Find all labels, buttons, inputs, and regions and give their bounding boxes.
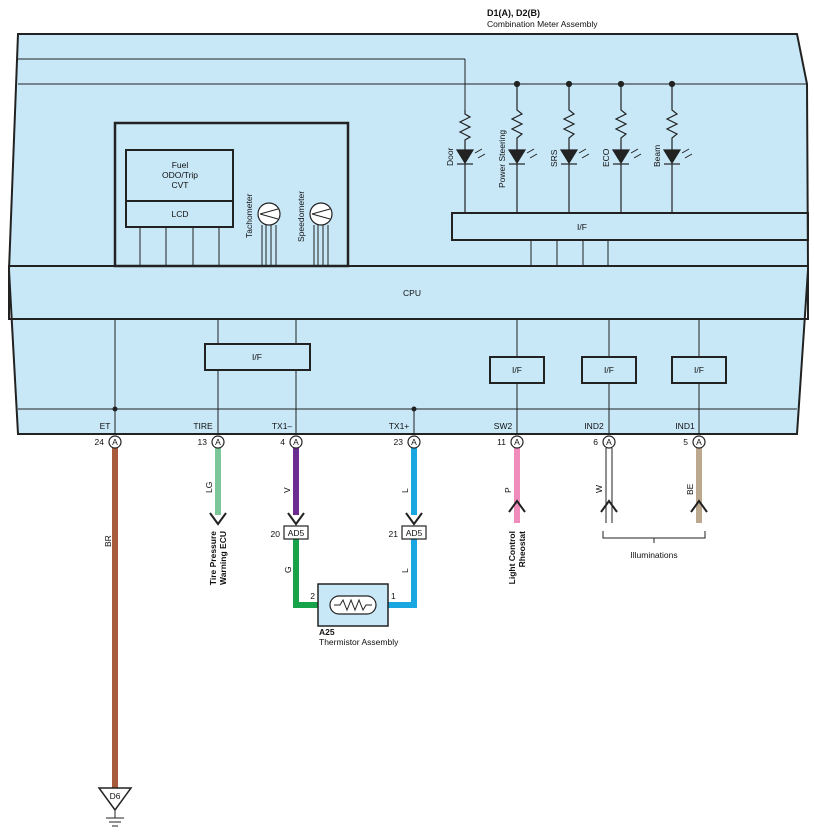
thermistor-assembly: 2 1 xyxy=(310,583,396,627)
ground-icon: D6 xyxy=(97,787,133,827)
terminal-tx1p-label: TX1+ xyxy=(389,421,410,431)
door-indicator-label: Door xyxy=(445,147,455,166)
light-control-label-2: Rheostat xyxy=(517,531,527,568)
arrow-up-icon xyxy=(508,499,526,513)
svg-text:1: 1 xyxy=(391,591,396,601)
illuminations-bracket xyxy=(602,531,706,539)
ind2-if-label: I/F xyxy=(604,365,614,375)
wire-w xyxy=(605,448,613,523)
eco-indicator-led-icon xyxy=(611,80,642,213)
svg-text:11: 11 xyxy=(497,437,506,447)
assembly-ref: D1(A), D2(B) xyxy=(487,8,540,18)
thermistor-name: Thermistor Assembly xyxy=(319,637,399,647)
wire-lg-label: LG xyxy=(204,482,214,493)
light-control-label-1: Light Control xyxy=(507,531,517,584)
terminal-tx1m-label: TX1– xyxy=(272,421,293,431)
wire-g-label: G xyxy=(283,566,293,573)
wire-v-label: V xyxy=(282,487,292,493)
tire-ecu-label-1: Tire Pressure xyxy=(208,531,218,585)
connector-ad5-right: AD5 21 xyxy=(389,525,427,540)
terminal-et-label: ET xyxy=(100,421,111,431)
svg-text:AD5: AD5 xyxy=(406,528,423,538)
meter-panel xyxy=(7,33,810,435)
eco-indicator-label: ECO xyxy=(601,148,611,167)
arrow-down-icon xyxy=(287,512,305,526)
connector-pin-ind1: A 5 xyxy=(683,435,706,449)
svg-text:A: A xyxy=(696,437,702,447)
wire-g xyxy=(293,539,318,608)
arrow-down-icon xyxy=(405,512,423,526)
svg-text:20: 20 xyxy=(271,529,281,539)
tire-if-label: I/F xyxy=(252,352,262,362)
arrow-up-icon xyxy=(690,499,708,513)
indicator-if-label: I/F xyxy=(577,222,587,232)
power-steering-indicator-led-icon xyxy=(507,80,538,213)
wire-p-label: P xyxy=(503,487,513,493)
terminal-tire-label: TIRE xyxy=(193,421,213,431)
terminal-ind2-label: IND2 xyxy=(584,421,604,431)
wire-be-label: BE xyxy=(685,483,695,495)
svg-text:24: 24 xyxy=(95,437,105,447)
tire-if-block xyxy=(204,343,311,371)
connector-pin-tx1p: A 23 xyxy=(394,435,421,449)
srs-indicator-label: SRS xyxy=(549,149,559,167)
terminal-ind1-label: IND1 xyxy=(675,421,695,431)
svg-text:A: A xyxy=(293,437,299,447)
tire-ecu-label-2: Warning ECU xyxy=(218,531,228,585)
svg-text:23: 23 xyxy=(394,437,404,447)
srs-indicator-led-icon xyxy=(559,80,590,213)
svg-text:AD5: AD5 xyxy=(288,528,305,538)
connector-pin-et: A 24 xyxy=(95,435,122,449)
power-steering-indicator-label: Power Steering xyxy=(497,130,507,188)
svg-text:A: A xyxy=(215,437,221,447)
svg-text:A: A xyxy=(514,437,520,447)
svg-text:A: A xyxy=(411,437,417,447)
wire-l-label: L xyxy=(400,488,410,493)
connector-ad5-left: AD5 20 xyxy=(271,525,309,540)
arrow-down-icon xyxy=(209,512,227,526)
svg-text:4: 4 xyxy=(280,437,285,447)
connector-pin-ind2: A 6 xyxy=(593,435,616,449)
display-line-3: CVT xyxy=(172,180,189,190)
display-line-1: Fuel xyxy=(172,160,189,170)
terminal-sw2-label: SW2 xyxy=(494,421,513,431)
wire-l2 xyxy=(388,539,417,608)
connector-pin-tire: A 13 xyxy=(198,435,225,449)
wire-l2-label: L xyxy=(400,568,410,573)
cpu-label: CPU xyxy=(403,288,421,298)
lcd-box xyxy=(125,149,234,228)
svg-text:D6: D6 xyxy=(110,791,121,801)
svg-text:6: 6 xyxy=(593,437,598,447)
tachometer-label: Tachometer xyxy=(244,193,254,238)
svg-text:A: A xyxy=(112,437,118,447)
illuminations-label: Illuminations xyxy=(630,550,677,560)
cpu-block xyxy=(8,265,809,320)
tachometer-gauge-icon xyxy=(257,202,281,266)
svg-text:2: 2 xyxy=(310,591,315,601)
thermistor-ref: A25 xyxy=(319,627,335,637)
beam-indicator-led-icon xyxy=(662,80,693,213)
thermistor-resistor-icon xyxy=(334,598,372,612)
sw2-if-label: I/F xyxy=(512,365,522,375)
door-indicator-led-icon xyxy=(455,110,486,213)
lcd-label: LCD xyxy=(171,209,188,219)
ind1-if-label: I/F xyxy=(694,365,704,375)
display-box xyxy=(113,121,350,268)
svg-text:5: 5 xyxy=(683,437,688,447)
speedometer-gauge-icon xyxy=(309,202,333,266)
connector-pin-sw2: A 11 xyxy=(497,435,524,449)
speedometer-label: Speedometer xyxy=(296,191,306,242)
wire-w-label: W xyxy=(594,485,604,493)
assembly-name: Combination Meter Assembly xyxy=(487,19,598,29)
svg-text:21: 21 xyxy=(389,529,399,539)
svg-text:13: 13 xyxy=(198,437,208,447)
arrow-up-icon xyxy=(600,499,618,513)
beam-indicator-label: Beam xyxy=(652,145,662,167)
svg-text:A: A xyxy=(606,437,612,447)
connector-pin-tx1m: A 4 xyxy=(280,435,303,449)
wire-br-label: BR xyxy=(103,535,113,547)
display-line-2: ODO/Trip xyxy=(162,170,198,180)
indicator-if-block xyxy=(451,212,809,241)
